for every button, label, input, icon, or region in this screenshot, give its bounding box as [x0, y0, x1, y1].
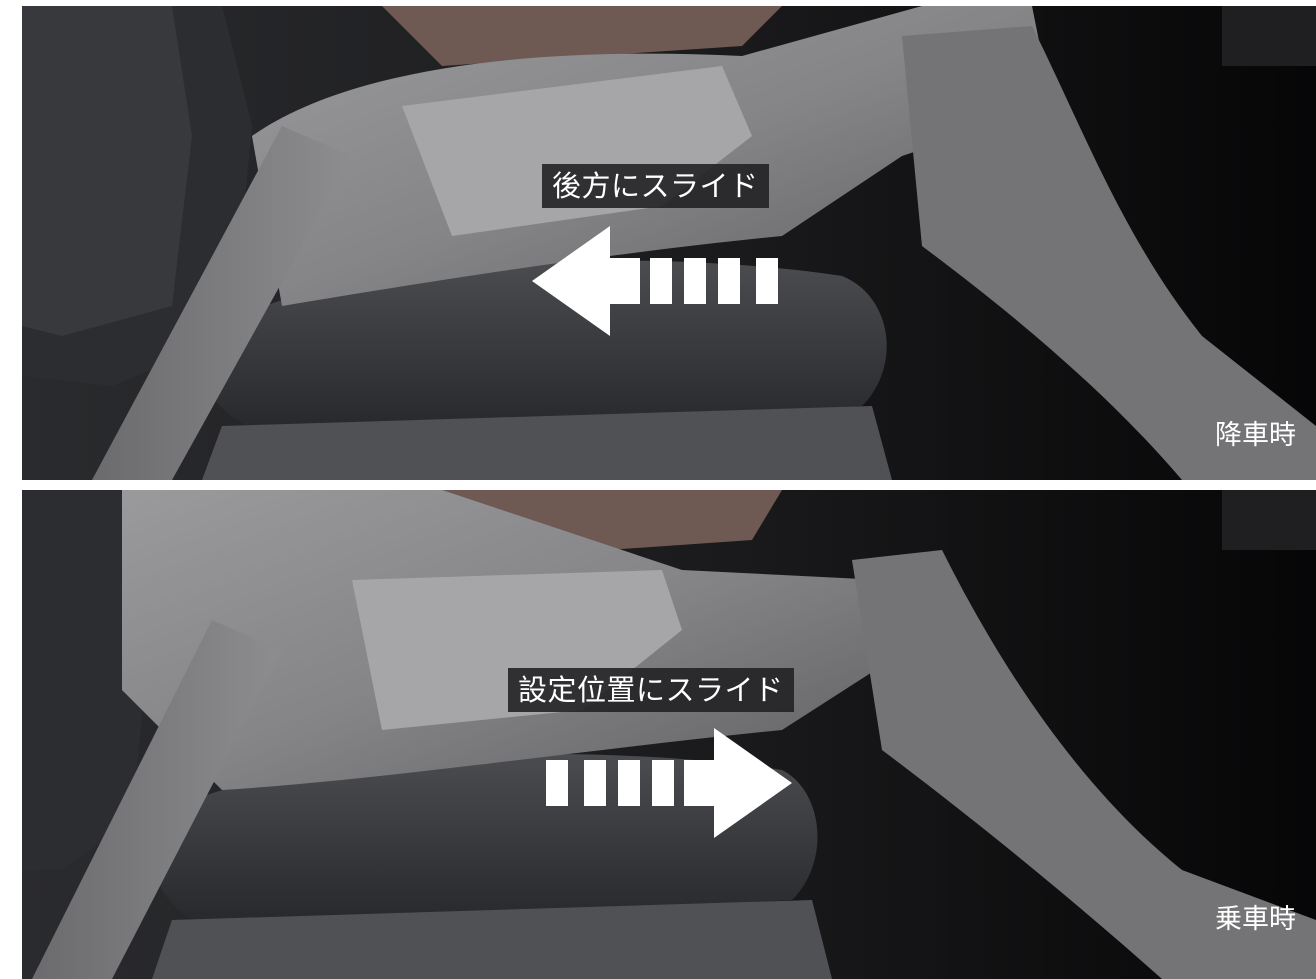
slide-caption: 後方にスライド — [542, 164, 769, 208]
seat-photo-exit — [22, 6, 1316, 480]
photo-panel-entry: 設定位置にスライド 乗車時 — [22, 490, 1316, 979]
state-label: 乗車時 — [1215, 904, 1296, 935]
state-label: 降車時 — [1215, 420, 1296, 451]
right-arrow-icon — [546, 728, 792, 838]
seat-photo-entry — [22, 490, 1316, 979]
photo-panel-exit: 後方にスライド 降車時 — [22, 6, 1316, 480]
slide-caption: 設定位置にスライド — [508, 668, 794, 712]
left-arrow-icon — [532, 226, 778, 336]
